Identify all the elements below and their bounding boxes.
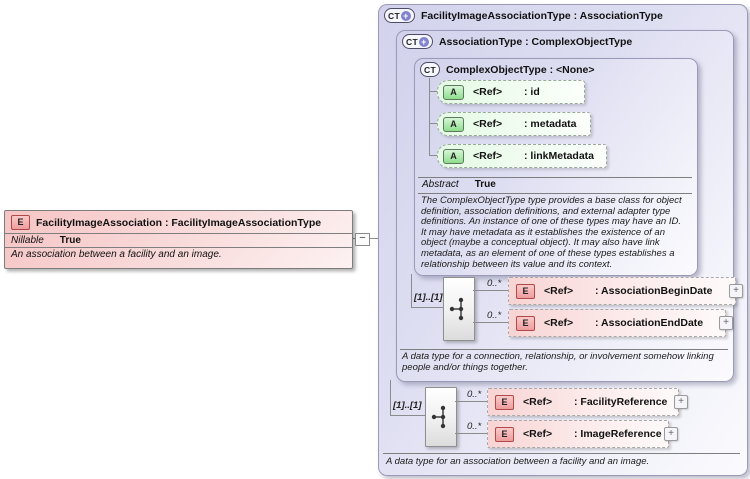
connector-line (411, 307, 443, 308)
type-description: A data type for a connection, relationsh… (402, 351, 714, 373)
divider (5, 233, 352, 234)
type-header: CT ComplexObjectType : <None> (420, 62, 595, 77)
connector-line (411, 274, 412, 307)
type-description: A data type for an association between a… (386, 456, 650, 467)
element-icon: E (516, 315, 535, 331)
attribute-name: : metadata (524, 118, 577, 130)
abstract-value: True (474, 179, 496, 190)
complex-type-icon: CT + (384, 8, 415, 23)
complex-type-icon: CT (420, 62, 440, 77)
collapse-button[interactable]: − (355, 233, 370, 246)
attribute-ref: <Ref> (473, 150, 503, 162)
element-node-association-end-date[interactable]: E <Ref> : AssociationEndDate (508, 309, 726, 337)
type-description: The ComplexObjectType type provides a ba… (421, 195, 682, 270)
sequence-compositor[interactable] (425, 387, 457, 447)
occurrence-label: 0..* (487, 278, 502, 289)
plus-icon: + (400, 10, 411, 21)
cardinality-label: [1]..[1] (414, 292, 443, 303)
connector-line (473, 322, 508, 323)
expand-button[interactable]: + (664, 427, 678, 441)
attribute-node-id[interactable]: A <Ref> : id (437, 80, 585, 104)
connector-line (429, 123, 438, 124)
element-ref: <Ref> (523, 428, 553, 440)
sequence-icon (431, 405, 446, 429)
divider (383, 453, 740, 454)
type-header: CT + FacilityImageAssociationType : Asso… (384, 8, 663, 23)
element-title: FacilityImageAssociation : FacilityImage… (36, 216, 322, 229)
sequence-icon (449, 297, 464, 321)
divider (418, 193, 692, 194)
attribute-ref: <Ref> (473, 86, 503, 98)
type-header: CT + AssociationType : ComplexObjectType (402, 34, 632, 49)
abstract-row: Abstract True (422, 179, 496, 190)
type-title: AssociationType : ComplexObjectType (438, 35, 633, 48)
expand-button[interactable]: + (729, 284, 743, 298)
connector-line (473, 290, 508, 291)
attribute-icon: A (443, 148, 464, 164)
attribute-node-link-metadata[interactable]: A <Ref> : linkMetadata (437, 144, 607, 168)
element-description: An association between a facility and an… (11, 249, 222, 260)
element-node-facility-image-association[interactable]: E FacilityImageAssociation : FacilityIma… (4, 210, 353, 269)
attribute-node-metadata[interactable]: A <Ref> : metadata (437, 112, 591, 136)
connector-line (455, 433, 487, 434)
sequence-compositor[interactable] (443, 277, 475, 341)
type-title: FacilityImageAssociationType : Associati… (420, 9, 663, 22)
element-name: : ImageReference (574, 428, 662, 440)
element-ref: <Ref> (544, 285, 574, 297)
connector-line (455, 401, 487, 402)
connector-line (390, 415, 425, 416)
ct-label: CT (388, 10, 400, 21)
element-ref: <Ref> (544, 317, 574, 329)
connector-line (390, 380, 391, 415)
nillable-label: Nillable (11, 235, 44, 246)
element-icon: E (495, 426, 514, 442)
connector-line (429, 91, 438, 92)
complex-type-icon: CT + (402, 34, 433, 49)
element-icon: E (495, 394, 514, 410)
element-icon: E (516, 283, 535, 299)
element-node-facility-reference[interactable]: E <Ref> : FacilityReference (487, 388, 679, 416)
plus-icon: + (418, 36, 429, 47)
type-title: ComplexObjectType : <None> (445, 63, 595, 76)
occurrence-label: 0..* (467, 421, 482, 432)
element-icon: E (11, 215, 30, 230)
divider (418, 177, 692, 178)
element-node-image-reference[interactable]: E <Ref> : ImageReference (487, 420, 669, 448)
element-name: : AssociationEndDate (595, 317, 704, 329)
abstract-label: Abstract (422, 179, 459, 190)
expand-button[interactable]: + (674, 395, 688, 409)
attribute-name: : linkMetadata (524, 150, 595, 162)
attribute-icon: A (443, 116, 464, 132)
attribute-name: : id (524, 86, 540, 98)
connector-line (429, 155, 438, 156)
occurrence-label: 0..* (467, 389, 482, 400)
connector-line (429, 78, 430, 156)
nillable-value: True (59, 235, 81, 246)
element-node-association-begin-date[interactable]: E <Ref> : AssociationBeginDate (508, 277, 736, 305)
occurrence-label: 0..* (487, 310, 502, 321)
element-name: : AssociationBeginDate (595, 285, 713, 297)
ct-label: CT (424, 64, 436, 75)
attribute-icon: A (443, 84, 464, 100)
expand-button[interactable]: + (719, 316, 733, 330)
attribute-ref: <Ref> (473, 118, 503, 130)
element-name: : FacilityReference (574, 396, 668, 408)
element-ref: <Ref> (523, 396, 553, 408)
cardinality-label: [1]..[1] (393, 400, 422, 411)
divider (5, 247, 352, 248)
ct-label: CT (406, 36, 418, 47)
divider (400, 349, 728, 350)
